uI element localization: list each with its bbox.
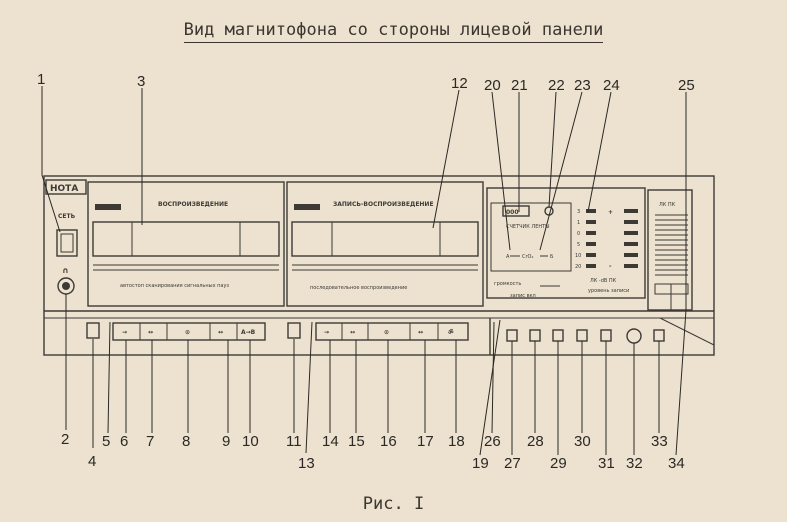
callout-25: 25 [678, 77, 695, 94]
level-row-label: 1 [577, 220, 580, 226]
level-row-label: 0 [577, 231, 580, 237]
callout-leaders [41, 86, 687, 456]
callout-23: 23 [574, 77, 591, 94]
level-row-label: 5 [577, 242, 580, 248]
callout-21: 21 [511, 77, 528, 94]
callout-15: 15 [348, 433, 365, 450]
callout-34: 34 [668, 455, 685, 472]
ab-button[interactable]: А→В [241, 329, 256, 336]
callout-2: 2 [61, 431, 69, 448]
play-button-1[interactable]: → [122, 329, 127, 336]
callout-4: 4 [88, 453, 96, 470]
balance-sub-label: запис вкл [510, 293, 536, 299]
cassette-deck-2: ЗАПИСЬ-ВОСПРОИЗВЕДЕНИЕ последовательное … [286, 181, 484, 307]
callout-10: 10 [242, 433, 259, 450]
power-label: СЕТЬ [58, 213, 76, 220]
callout-24: 24 [603, 77, 620, 94]
stop-button-2[interactable]: ⊙ [384, 329, 389, 336]
callout-14: 14 [322, 433, 339, 450]
deck1-transport-buttons: → ↔ ⊙ ↔ А→В [112, 322, 266, 341]
vu-meter: ЛК ПК [647, 189, 693, 311]
callout-31: 31 [598, 455, 615, 472]
counter-reset-button[interactable] [544, 206, 554, 216]
callout-5: 5 [102, 433, 110, 450]
level-minus-sign: - [609, 263, 612, 270]
deck1-label: ВОСПРОИЗВЕДЕНИЕ [158, 201, 228, 208]
brand-logo: НОТА [45, 179, 87, 195]
vu-labels: ЛК ПК [659, 202, 676, 208]
callout-17: 17 [417, 433, 434, 450]
callout-1: 1 [37, 71, 45, 88]
function-button-29[interactable] [552, 329, 564, 342]
display-panel: 000 СЧЕТЧИК ЛЕНТЫ А CrO₂ Б 3 1 0 5 10 20… [486, 187, 646, 299]
callout-18: 18 [448, 433, 465, 450]
function-button-30[interactable] [576, 329, 588, 342]
level-row-label: 10 [575, 253, 581, 259]
callout-11: 11 [286, 433, 302, 450]
function-button-33[interactable] [653, 329, 665, 342]
counter-digits: 000 [506, 209, 519, 216]
deck2-transport-buttons: → ↔ ⊙ ↔ ॐ [315, 322, 469, 341]
callout-26: 26 [484, 433, 501, 450]
channel-labels: ЛК -dB ПК [590, 278, 617, 284]
callout-32: 32 [626, 455, 643, 472]
level-row-label: 20 [575, 264, 581, 270]
tape-type-cro2: CrO₂ [522, 254, 534, 260]
counter-label: СЧЕТЧИК ЛЕНТЫ [506, 224, 550, 230]
balance-label: громкость [494, 281, 521, 287]
callout-33: 33 [651, 433, 668, 450]
callout-28: 28 [527, 433, 544, 450]
rewind-button-2[interactable]: ↔ [350, 329, 355, 336]
headphone-icon: ∩ [62, 266, 69, 275]
volume-knob[interactable] [626, 328, 642, 344]
rewind-button-1[interactable]: ↔ [148, 329, 153, 336]
callout-29: 29 [550, 455, 567, 472]
tape-type-a: А [506, 254, 510, 260]
callout-13: 13 [298, 455, 315, 472]
function-buttons [506, 328, 665, 344]
level-caption: уровень записи [588, 288, 629, 294]
record-button[interactable]: ॐ [448, 328, 454, 336]
forward-button-2[interactable]: ↔ [418, 329, 423, 336]
level-plus-sign: + [608, 209, 613, 216]
function-button-28[interactable] [529, 329, 541, 342]
callout-27: 27 [504, 455, 521, 472]
figure-caption: Рис. I [362, 494, 425, 514]
callout-6: 6 [120, 433, 128, 450]
front-panel [43, 175, 715, 356]
level-row-label: 3 [577, 209, 580, 215]
callout-3: 3 [137, 73, 145, 90]
callout-8: 8 [182, 433, 190, 450]
callout-20: 20 [484, 77, 501, 94]
callout-19: 19 [472, 455, 489, 472]
brand-text: НОТА [50, 184, 78, 194]
eject-button-1[interactable] [86, 322, 100, 339]
deck2-label: ЗАПИСЬ-ВОСПРОИЗВЕДЕНИЕ [333, 201, 434, 208]
callout-numbers: 1 2 3 4 5 6 7 8 9 10 11 12 13 14 15 16 1… [37, 71, 695, 472]
callout-30: 30 [574, 433, 591, 450]
figure-title: Вид магнитофона со стороны лицевой панел… [0, 20, 787, 43]
callout-16: 16 [380, 433, 397, 450]
play-button-2[interactable]: → [324, 329, 329, 336]
cassette-deck-1: ВОСПРОИЗВЕДЕНИЕ автостоп сканирования си… [87, 181, 285, 307]
callout-9: 9 [222, 433, 230, 450]
function-button-27[interactable] [506, 329, 518, 342]
power-button[interactable] [56, 229, 78, 257]
stop-button-1[interactable]: ⊙ [185, 329, 190, 336]
callout-7: 7 [146, 433, 154, 450]
deck1-bottom-label: автостоп сканирования сигнальных пауз [120, 283, 229, 289]
counter-display [502, 205, 530, 217]
eject-button-2[interactable] [287, 322, 301, 339]
callout-22: 22 [548, 77, 565, 94]
tape-type-b: Б [550, 254, 554, 260]
deck2-bottom-label: последовательное воспроизведение [310, 285, 407, 291]
forward-button-1[interactable]: ↔ [218, 329, 223, 336]
function-button-31[interactable] [600, 329, 612, 342]
callout-12: 12 [451, 75, 468, 92]
